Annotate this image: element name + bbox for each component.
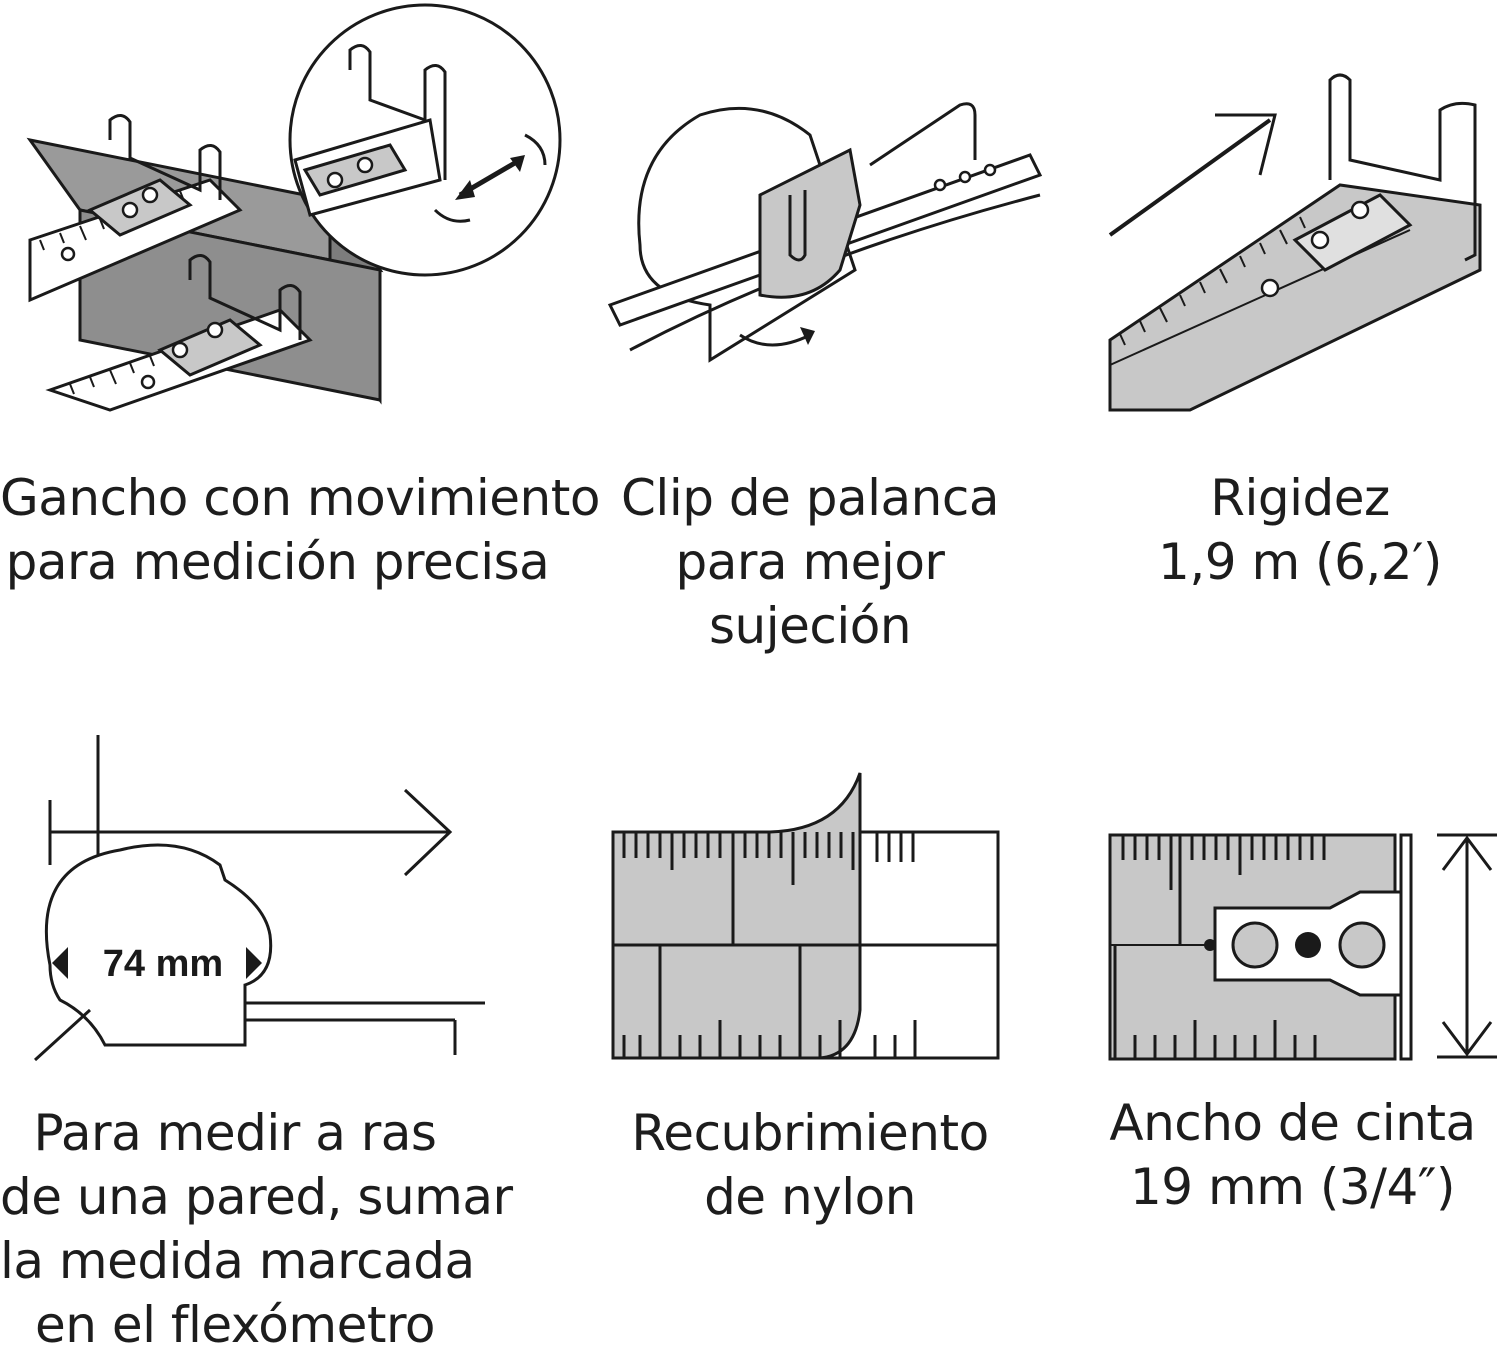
feature-clip-caption: Clip de palanca para mejor sujeción <box>600 466 1020 658</box>
feature-wall-caption: Para medir a ras de una pared, sumar la … <box>0 1101 513 1357</box>
caption-line: para medición precisa <box>5 533 550 591</box>
tape-standout-icon <box>1108 70 1490 412</box>
nylon-coating-icon <box>610 770 1005 1065</box>
case-measure-icon <box>30 735 490 1065</box>
caption-line: Rigidez <box>1210 469 1390 527</box>
caption-line: para mejor <box>675 533 945 591</box>
caption-line: Ancho de cinta <box>1109 1094 1476 1152</box>
feature-hook-caption: Gancho con movimiento para medición prec… <box>0 466 600 594</box>
caption-line: Gancho con movimiento <box>0 469 600 527</box>
caption-line: de una pared, sumar <box>0 1168 513 1226</box>
sliding-hook-icon <box>26 3 570 412</box>
feature-rigidity-caption: Rigidez 1,9 m (6,2′) <box>1110 466 1490 594</box>
caption-line: Clip de palanca <box>621 469 999 527</box>
tape-width-icon <box>1105 830 1500 1065</box>
feature-nylon-caption: Recubrimiento de nylon <box>600 1101 1020 1229</box>
caption-line: de nylon <box>704 1168 916 1226</box>
caption-line: la medida marcada <box>0 1232 475 1290</box>
dimension-label: 74 mm <box>102 943 224 985</box>
caption-line: en el flexómetro <box>34 1296 436 1354</box>
caption-line: Para medir a ras <box>33 1104 437 1162</box>
belt-clip-icon <box>607 95 1050 375</box>
caption-line: 1,9 m (6,2′) <box>1158 533 1442 591</box>
caption-line: Recubrimiento <box>631 1104 989 1162</box>
caption-line: sujeción <box>708 597 912 655</box>
feature-width-caption: Ancho de cinta 19 mm (3/4″) <box>1095 1091 1490 1219</box>
caption-line: 19 mm (3/4″) <box>1130 1158 1455 1216</box>
